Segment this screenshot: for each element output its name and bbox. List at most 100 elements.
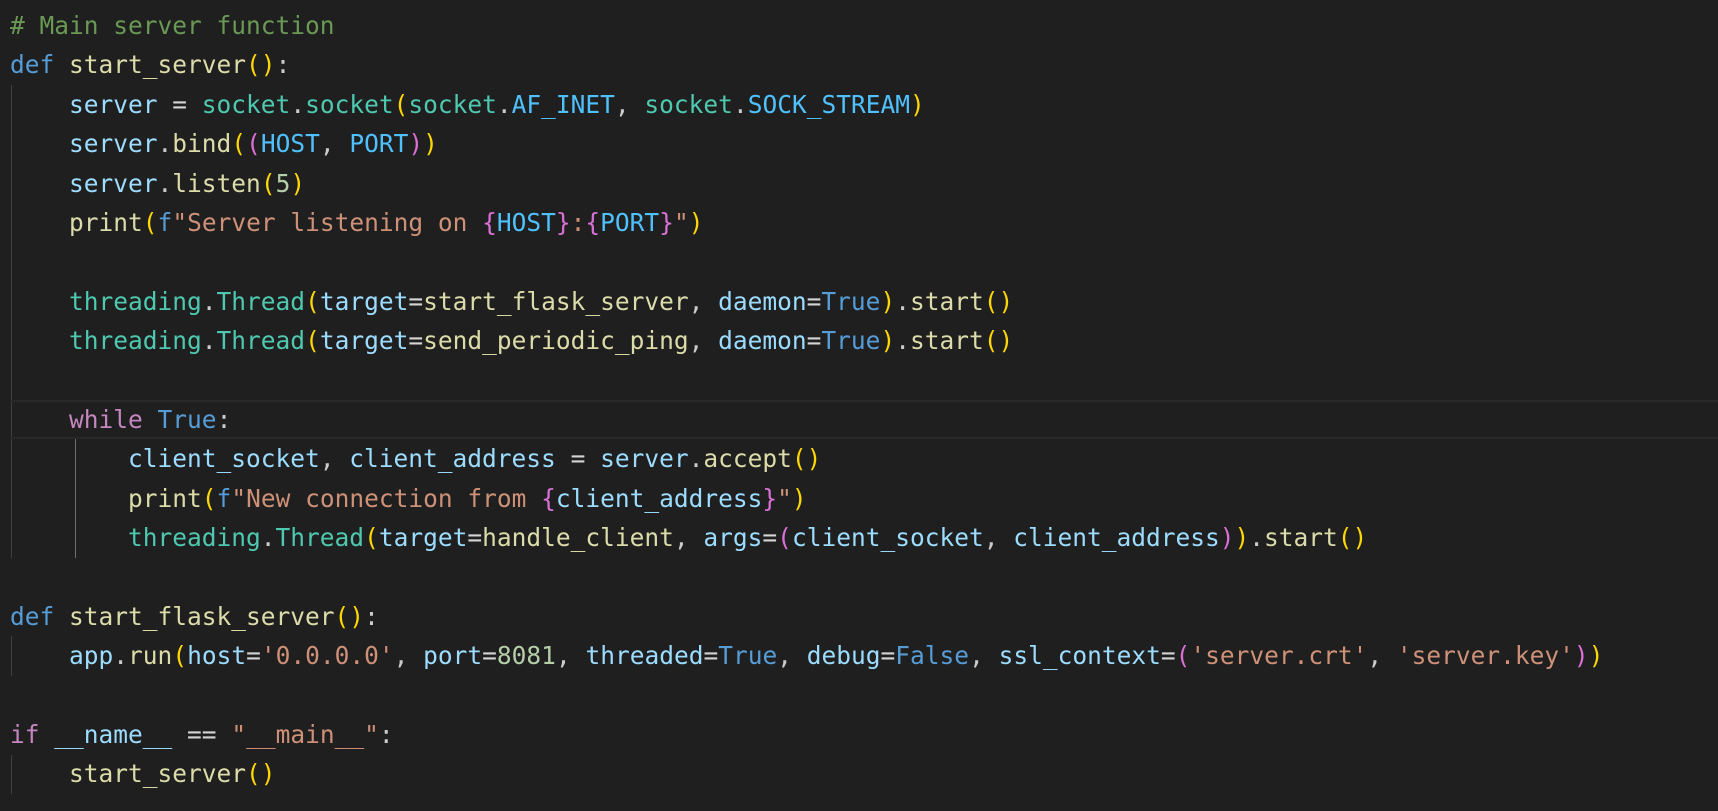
code-token: debug [806, 641, 881, 671]
code-line[interactable]: # Main server function [10, 6, 1718, 45]
code-token: , [969, 641, 999, 671]
code-token: ( [246, 129, 261, 159]
code-token: , [673, 523, 704, 553]
code-token: = [246, 641, 261, 671]
code-token: client_address [555, 483, 763, 513]
code-token: . [732, 89, 748, 119]
code-token: listen [172, 168, 261, 198]
code-line[interactable]: def start_server(): [10, 45, 1718, 84]
code-token: ) [909, 89, 925, 119]
code-token: handle_client [482, 523, 674, 553]
code-line[interactable]: threading.Thread(target=send_periodic_pi… [10, 321, 1718, 360]
code-line[interactable]: app.run(host='0.0.0.0', port=8081, threa… [10, 636, 1718, 675]
code-token: () [983, 326, 1014, 356]
code-token: " [777, 483, 792, 513]
code-line[interactable]: threading.Thread(target=handle_client, a… [10, 518, 1718, 557]
code-line[interactable]: print(f"Server listening on {HOST}:{PORT… [10, 203, 1718, 242]
code-token: ) [880, 286, 896, 316]
code-line[interactable]: threading.Thread(target=start_flask_serv… [10, 282, 1718, 321]
code-token: PORT [349, 129, 409, 159]
code-token: target [378, 523, 468, 553]
code-token: __name__ [54, 720, 173, 750]
code-token: True [157, 404, 217, 434]
code-token: AF_INET [511, 89, 615, 119]
code-token: Thread [216, 286, 306, 316]
code-token: Thread [275, 523, 365, 553]
code-token [10, 641, 69, 670]
code-line[interactable]: ​ [10, 676, 1718, 715]
code-token [40, 720, 55, 749]
code-token: . [201, 286, 217, 316]
code-token: = [762, 523, 778, 553]
code-token: , [1367, 641, 1397, 671]
code-token: = [1160, 641, 1176, 671]
code-token [10, 444, 128, 473]
code-token: = [467, 523, 483, 553]
code-token: "Server listening on [172, 207, 483, 237]
code-token: run [128, 641, 173, 671]
code-token: socket [305, 89, 394, 119]
code-token [10, 287, 69, 316]
code-line[interactable]: client_socket, client_address = server.a… [10, 439, 1718, 478]
indent-guide [11, 754, 12, 794]
code-line[interactable]: server = socket.socket(socket.AF_INET, s… [10, 85, 1718, 124]
code-token: . [1249, 523, 1265, 553]
code-token: : [364, 601, 379, 631]
code-token: threading [128, 523, 261, 553]
code-token: send_periodic_ping [423, 326, 689, 356]
code-token: { [482, 207, 497, 237]
code-token: () [983, 286, 1014, 316]
code-token: start_server [69, 50, 247, 80]
code-token: : [216, 404, 232, 434]
code-line[interactable]: ​ [10, 361, 1718, 400]
code-token: . [496, 89, 512, 119]
code-token: ( [172, 641, 188, 671]
code-token: = [408, 326, 424, 356]
code-token: True [718, 641, 778, 671]
code-token: ( [777, 523, 792, 553]
code-token: server [69, 168, 158, 198]
code-token: host [187, 641, 247, 671]
code-line[interactable]: ​ [10, 242, 1718, 281]
code-token: client_address [349, 444, 556, 474]
code-line[interactable]: ​ [10, 557, 1718, 596]
code-token: , [688, 286, 719, 316]
code-line[interactable]: server.bind((HOST, PORT)) [10, 124, 1718, 163]
code-token: # Main server function [10, 11, 335, 40]
code-line[interactable]: server.listen(5) [10, 164, 1718, 203]
code-line[interactable]: start_server() [10, 754, 1718, 793]
code-token: : [378, 720, 394, 750]
code-token: . [113, 641, 129, 671]
code-token: Thread [216, 326, 306, 356]
code-token: def [10, 50, 55, 80]
code-token: = [408, 286, 424, 316]
code-line[interactable]: if __name__ == "__main__": [10, 715, 1718, 754]
code-token [10, 208, 69, 237]
code-line[interactable]: while True: [10, 400, 1718, 439]
code-token: , [319, 444, 350, 474]
code-token: threading [69, 326, 202, 356]
code-token: 'server.crt' [1190, 641, 1368, 671]
code-token: = [806, 326, 822, 356]
code-token: } [762, 483, 778, 513]
code-token: start [1264, 523, 1338, 553]
code-token: = [555, 444, 601, 474]
code-token: . [157, 129, 173, 159]
code-token: } [555, 207, 571, 237]
code-line[interactable]: print(f"New connection from {client_addr… [10, 479, 1718, 518]
code-token: ( [1175, 641, 1191, 671]
code-token: , [393, 641, 424, 671]
code-token: start_server [69, 759, 247, 789]
code-token: HOST [260, 129, 320, 159]
code-token: 8081 [496, 641, 556, 671]
code-token: PORT [600, 207, 660, 237]
code-token: , [777, 641, 807, 671]
code-token [10, 169, 69, 198]
code-token: ( [260, 168, 276, 198]
code-line[interactable]: def start_flask_server(): [10, 597, 1718, 636]
code-token: args [703, 523, 763, 553]
code-token: daemon [718, 286, 807, 316]
code-token: ) [423, 129, 438, 159]
